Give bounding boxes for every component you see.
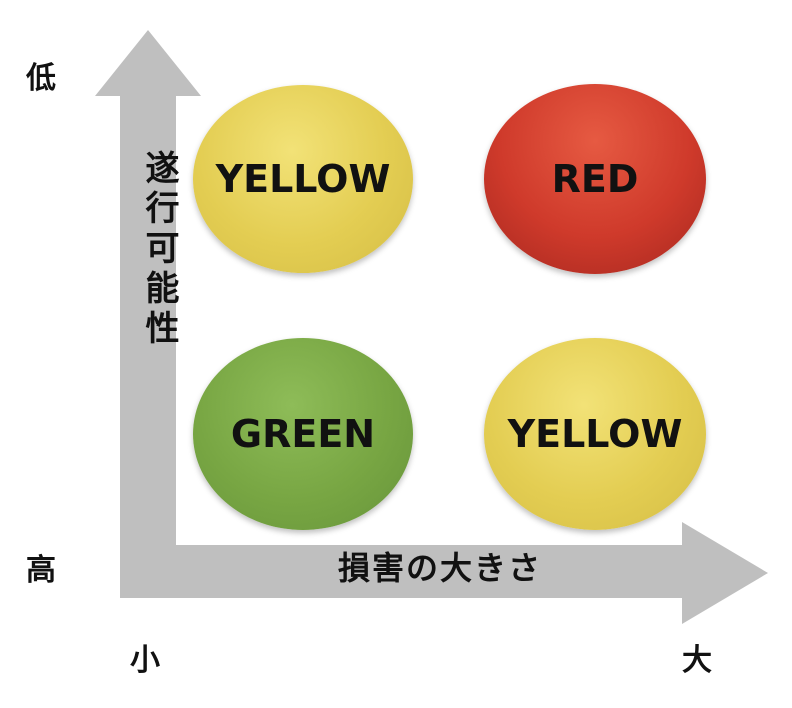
y-axis-high-label: 高 [26, 553, 56, 588]
x-axis-large-label: 大 [682, 643, 712, 678]
quadrant-top-right-label: RED [551, 157, 639, 201]
quadrant-bottom-right: YELLOW [484, 338, 706, 530]
x-axis-title: 損害の大きさ [337, 549, 542, 587]
y-axis-title: 遂行可能性 [139, 150, 179, 350]
y-axis-low-label: 低 [26, 61, 56, 96]
quadrant-top-left-label: YELLOW [215, 157, 391, 201]
quadrant-bottom-left-label: GREEN [230, 412, 376, 456]
quadrant-top-left: YELLOW [193, 85, 413, 273]
x-axis-arrow [120, 522, 768, 624]
y-axis-arrow [95, 30, 201, 596]
quadrant-bottom-left: GREEN [193, 338, 413, 530]
quadrant-bottom-right-label: YELLOW [507, 412, 683, 456]
x-axis-small-label: 小 [130, 643, 160, 678]
quadrant-top-right: RED [484, 84, 706, 274]
